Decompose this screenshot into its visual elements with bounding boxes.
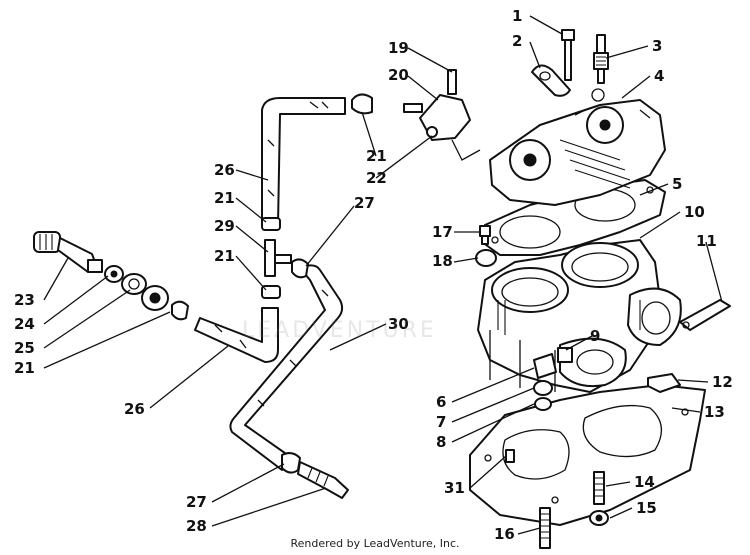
callout-16: 16 <box>494 525 515 543</box>
callout-23: 23 <box>14 291 35 309</box>
fuel-hose-long <box>229 264 344 471</box>
t-fitting <box>261 217 292 299</box>
elbow-12 <box>647 373 681 393</box>
callout-28: 28 <box>186 517 207 535</box>
callout-31: 30 <box>388 315 409 333</box>
callout-21-d: 21 <box>14 359 35 377</box>
cylinder-head <box>489 88 666 206</box>
callout-12: 12 <box>712 373 733 391</box>
callout-29: 29 <box>214 217 235 235</box>
stud-14 <box>593 471 605 505</box>
callout-17: 17 <box>432 223 453 241</box>
bolt-17 <box>479 225 491 245</box>
callout-labels: 1 2 3 4 5 10 11 12 13 14 15 16 31 6 7 8 … <box>14 7 733 543</box>
callout-9: 9 <box>590 327 600 345</box>
callout-6: 6 <box>436 393 446 411</box>
inlet-fitting <box>33 231 103 273</box>
nut-15 <box>589 510 609 526</box>
cylinder-block <box>477 239 682 393</box>
hose-fitting-bottom <box>281 452 349 499</box>
callout-10: 10 <box>684 203 705 221</box>
callout-19: 19 <box>388 39 409 57</box>
nut-18 <box>475 249 497 267</box>
callout-21-c: 21 <box>214 247 235 265</box>
callout-25: 25 <box>14 339 35 357</box>
callout-3: 3 <box>652 37 662 55</box>
callout-26-a: 26 <box>214 161 235 179</box>
callout-1: 1 <box>512 7 522 25</box>
callout-15: 15 <box>636 499 657 517</box>
fuel-hose-upper <box>261 97 346 226</box>
callout-7: 7 <box>436 413 446 431</box>
callout-5: 5 <box>672 175 682 193</box>
callout-22: 22 <box>366 169 387 187</box>
leader-lines <box>43 15 723 535</box>
footer-credit: Rendered by LeadVenture, Inc. <box>290 537 460 550</box>
fuel-hose-lower <box>194 307 279 363</box>
callout-30: 31 <box>444 479 465 497</box>
base-gasket <box>469 384 706 526</box>
callout-18: 18 <box>432 252 453 270</box>
callout-4: 4 <box>654 67 664 85</box>
head-bolt <box>561 29 575 81</box>
callout-21-a: 21 <box>366 147 387 165</box>
watermark: LEADVENTURE <box>242 318 437 343</box>
fuel-pump <box>403 69 471 141</box>
callout-13: 13 <box>704 403 725 421</box>
bracket-11 <box>679 299 731 331</box>
spark-plug <box>593 34 609 84</box>
callout-26-b: 26 <box>124 400 145 418</box>
callout-21-b: 21 <box>214 189 235 207</box>
callout-14: 14 <box>634 473 655 491</box>
callout-27-b: 27 <box>186 493 207 511</box>
washer-24 <box>104 265 124 283</box>
callout-11: 11 <box>696 232 717 250</box>
callout-8: 8 <box>436 433 446 451</box>
callout-24: 24 <box>14 315 35 333</box>
fitting-25b <box>141 285 169 311</box>
lifting-plate <box>531 64 571 97</box>
callout-27-a: 27 <box>354 194 375 212</box>
dowel-30 <box>505 449 515 463</box>
callout-2: 2 <box>512 32 522 50</box>
callout-20: 20 <box>388 66 409 84</box>
gasket-25 <box>121 273 147 295</box>
hose-clamp-top <box>351 93 373 115</box>
fitting-9 <box>557 347 573 363</box>
mount-line <box>451 139 481 161</box>
clamp-21-left <box>171 300 189 321</box>
hose-clamp-mid <box>291 258 309 279</box>
parts-6-7-8 <box>533 353 557 411</box>
